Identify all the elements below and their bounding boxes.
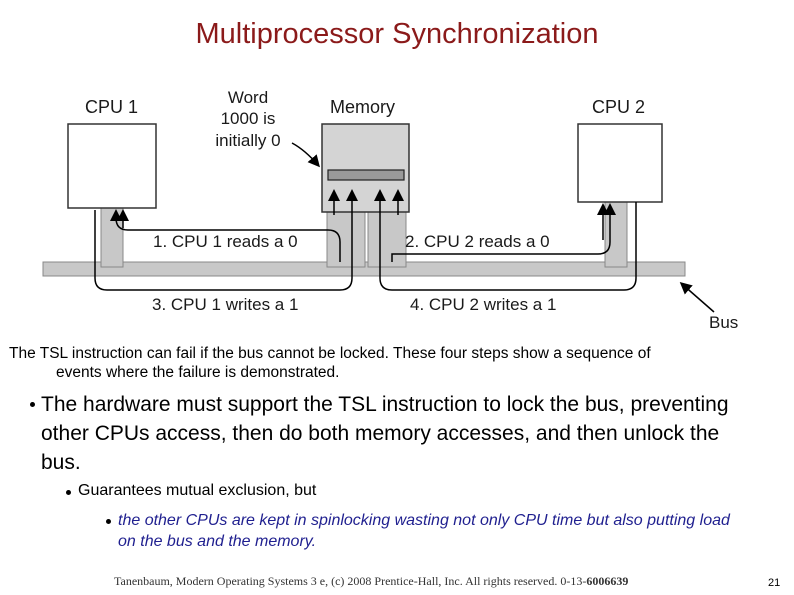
step2-path — [391, 203, 616, 262]
memory-label: Memory — [330, 97, 395, 117]
figure-caption: The TSL instruction can fail if the bus … — [9, 344, 779, 382]
footer-copyright: Tanenbaum, Modern Operating Systems 3 e,… — [114, 574, 628, 589]
note-arrow — [291, 142, 320, 168]
bullet-level2-text: Guarantees mutual exclusion, but — [78, 482, 317, 499]
bullet-dot-icon — [30, 402, 35, 407]
bus-arrow — [679, 282, 715, 313]
cpu2-connector — [604, 199, 628, 268]
bullet-level1: The hardware must support the TSL instru… — [28, 390, 748, 477]
memory-box — [321, 123, 410, 213]
memory-connector-left — [326, 210, 366, 268]
step1-path — [110, 209, 341, 262]
page-number: 21 — [768, 577, 781, 589]
bus-diagram: CPU 1 CPU 2 Memory Word 1000 is initiall… — [42, 88, 738, 332]
bullet-dot-icon — [106, 519, 111, 524]
memory-connector-right — [367, 210, 407, 268]
bullet-level3: the other CPUs are kept in spinlocking w… — [104, 510, 744, 552]
step4-path — [374, 189, 637, 291]
cpu1-box — [67, 123, 157, 209]
word-note-line1: Word — [228, 88, 268, 107]
memory-word-cell — [327, 169, 405, 181]
footer-isbn: 6006639 — [586, 574, 629, 588]
bullet-dot-icon — [66, 490, 71, 495]
slide-title: Multiprocessor Synchronization — [195, 18, 599, 50]
word-note-line2: 1000 is — [221, 109, 276, 128]
bus-label: Bus — [709, 313, 738, 332]
step3-path — [94, 189, 358, 291]
step3-label: 3. CPU 1 writes a 1 — [152, 295, 298, 314]
cpu1-connector — [100, 206, 124, 268]
step1-label: 1. CPU 1 reads a 0 — [153, 232, 298, 251]
cpu1-label: CPU 1 — [85, 97, 138, 117]
step2-label: 2. CPU 2 reads a 0 — [405, 232, 550, 251]
word-note-line3: initially 0 — [215, 131, 280, 150]
cpu2-box — [577, 123, 663, 203]
step4-label: 4. CPU 2 writes a 1 — [410, 295, 556, 314]
bullet-level2: Guarantees mutual exclusion, but — [64, 481, 664, 501]
cpu2-label: CPU 2 — [592, 97, 645, 117]
caption-line1: The TSL instruction can fail if the bus … — [9, 345, 651, 362]
footer-text: Tanenbaum, Modern Operating Systems 3 e,… — [114, 574, 587, 588]
bullet-level3-text: the other CPUs are kept in spinlocking w… — [118, 512, 730, 550]
caption-line2: events where the failure is demonstrated… — [56, 364, 340, 381]
bullet-level1-text: The hardware must support the TSL instru… — [41, 393, 729, 474]
